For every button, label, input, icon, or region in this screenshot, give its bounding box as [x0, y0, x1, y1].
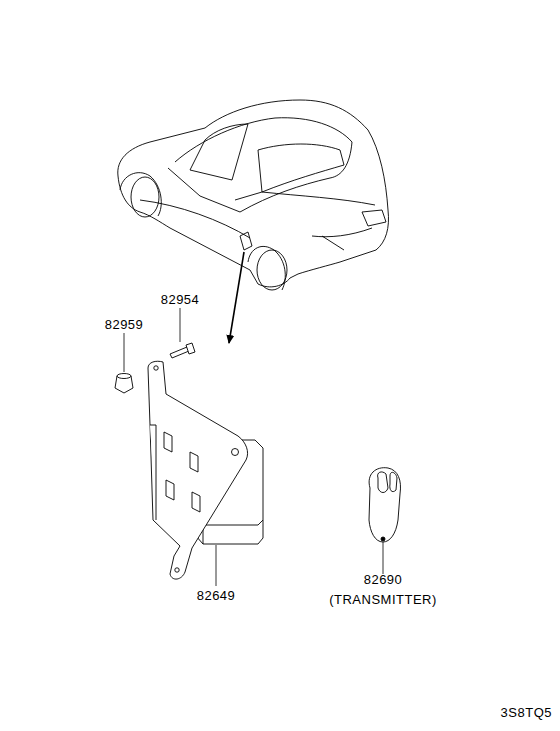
screw — [170, 343, 195, 358]
car-outline — [118, 100, 389, 290]
part-name: (TRANSMITTER) — [329, 592, 437, 607]
callout-number: 82690 — [364, 572, 403, 587]
mounting-bracket — [148, 361, 248, 579]
transmitter-fob — [369, 468, 401, 542]
callout-number: 82649 — [197, 588, 236, 603]
location-arrow — [229, 252, 244, 343]
figure-code: 3S8TQ5 — [501, 705, 552, 720]
callout-number: 82954 — [161, 292, 200, 307]
callout-number: 82959 — [105, 317, 144, 332]
clip-nut — [115, 374, 133, 394]
leader-line — [124, 308, 383, 586]
